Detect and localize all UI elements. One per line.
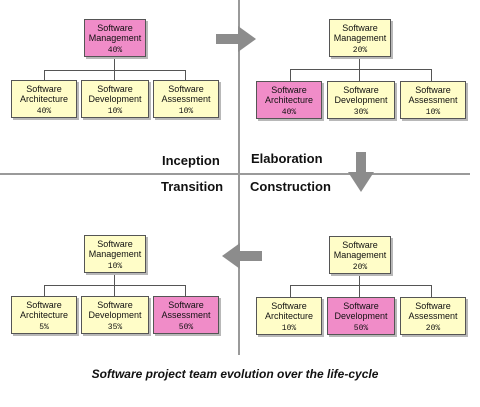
down-arrow-icon — [348, 152, 374, 192]
connector — [114, 285, 115, 296]
connector — [185, 285, 186, 296]
connector — [44, 70, 186, 71]
connector — [359, 69, 360, 81]
connector — [44, 70, 45, 80]
connector — [44, 285, 186, 286]
connector — [359, 274, 360, 285]
connector — [359, 285, 360, 297]
connector — [290, 69, 432, 70]
connector — [114, 57, 115, 70]
connector — [290, 285, 432, 286]
connector — [290, 69, 291, 81]
connector — [44, 285, 45, 296]
phase-label-elaboration: Elaboration — [251, 151, 323, 166]
phase-label-transition: Transition — [161, 179, 224, 194]
phase-label-construction: Construction — [250, 179, 331, 194]
connector — [290, 285, 291, 297]
left-arrow-icon — [222, 243, 262, 269]
connector — [185, 70, 186, 80]
horizontal-axis-divider — [0, 173, 470, 175]
phase-label-inception: Inception — [162, 153, 220, 168]
connector — [114, 70, 115, 80]
vertical-axis-divider — [238, 0, 240, 355]
connector — [114, 273, 115, 285]
diagram-caption: Software project team evolution over the… — [91, 367, 379, 381]
connector — [431, 69, 432, 81]
connector — [359, 57, 360, 69]
connector — [431, 285, 432, 297]
right-arrow-icon — [216, 26, 256, 52]
